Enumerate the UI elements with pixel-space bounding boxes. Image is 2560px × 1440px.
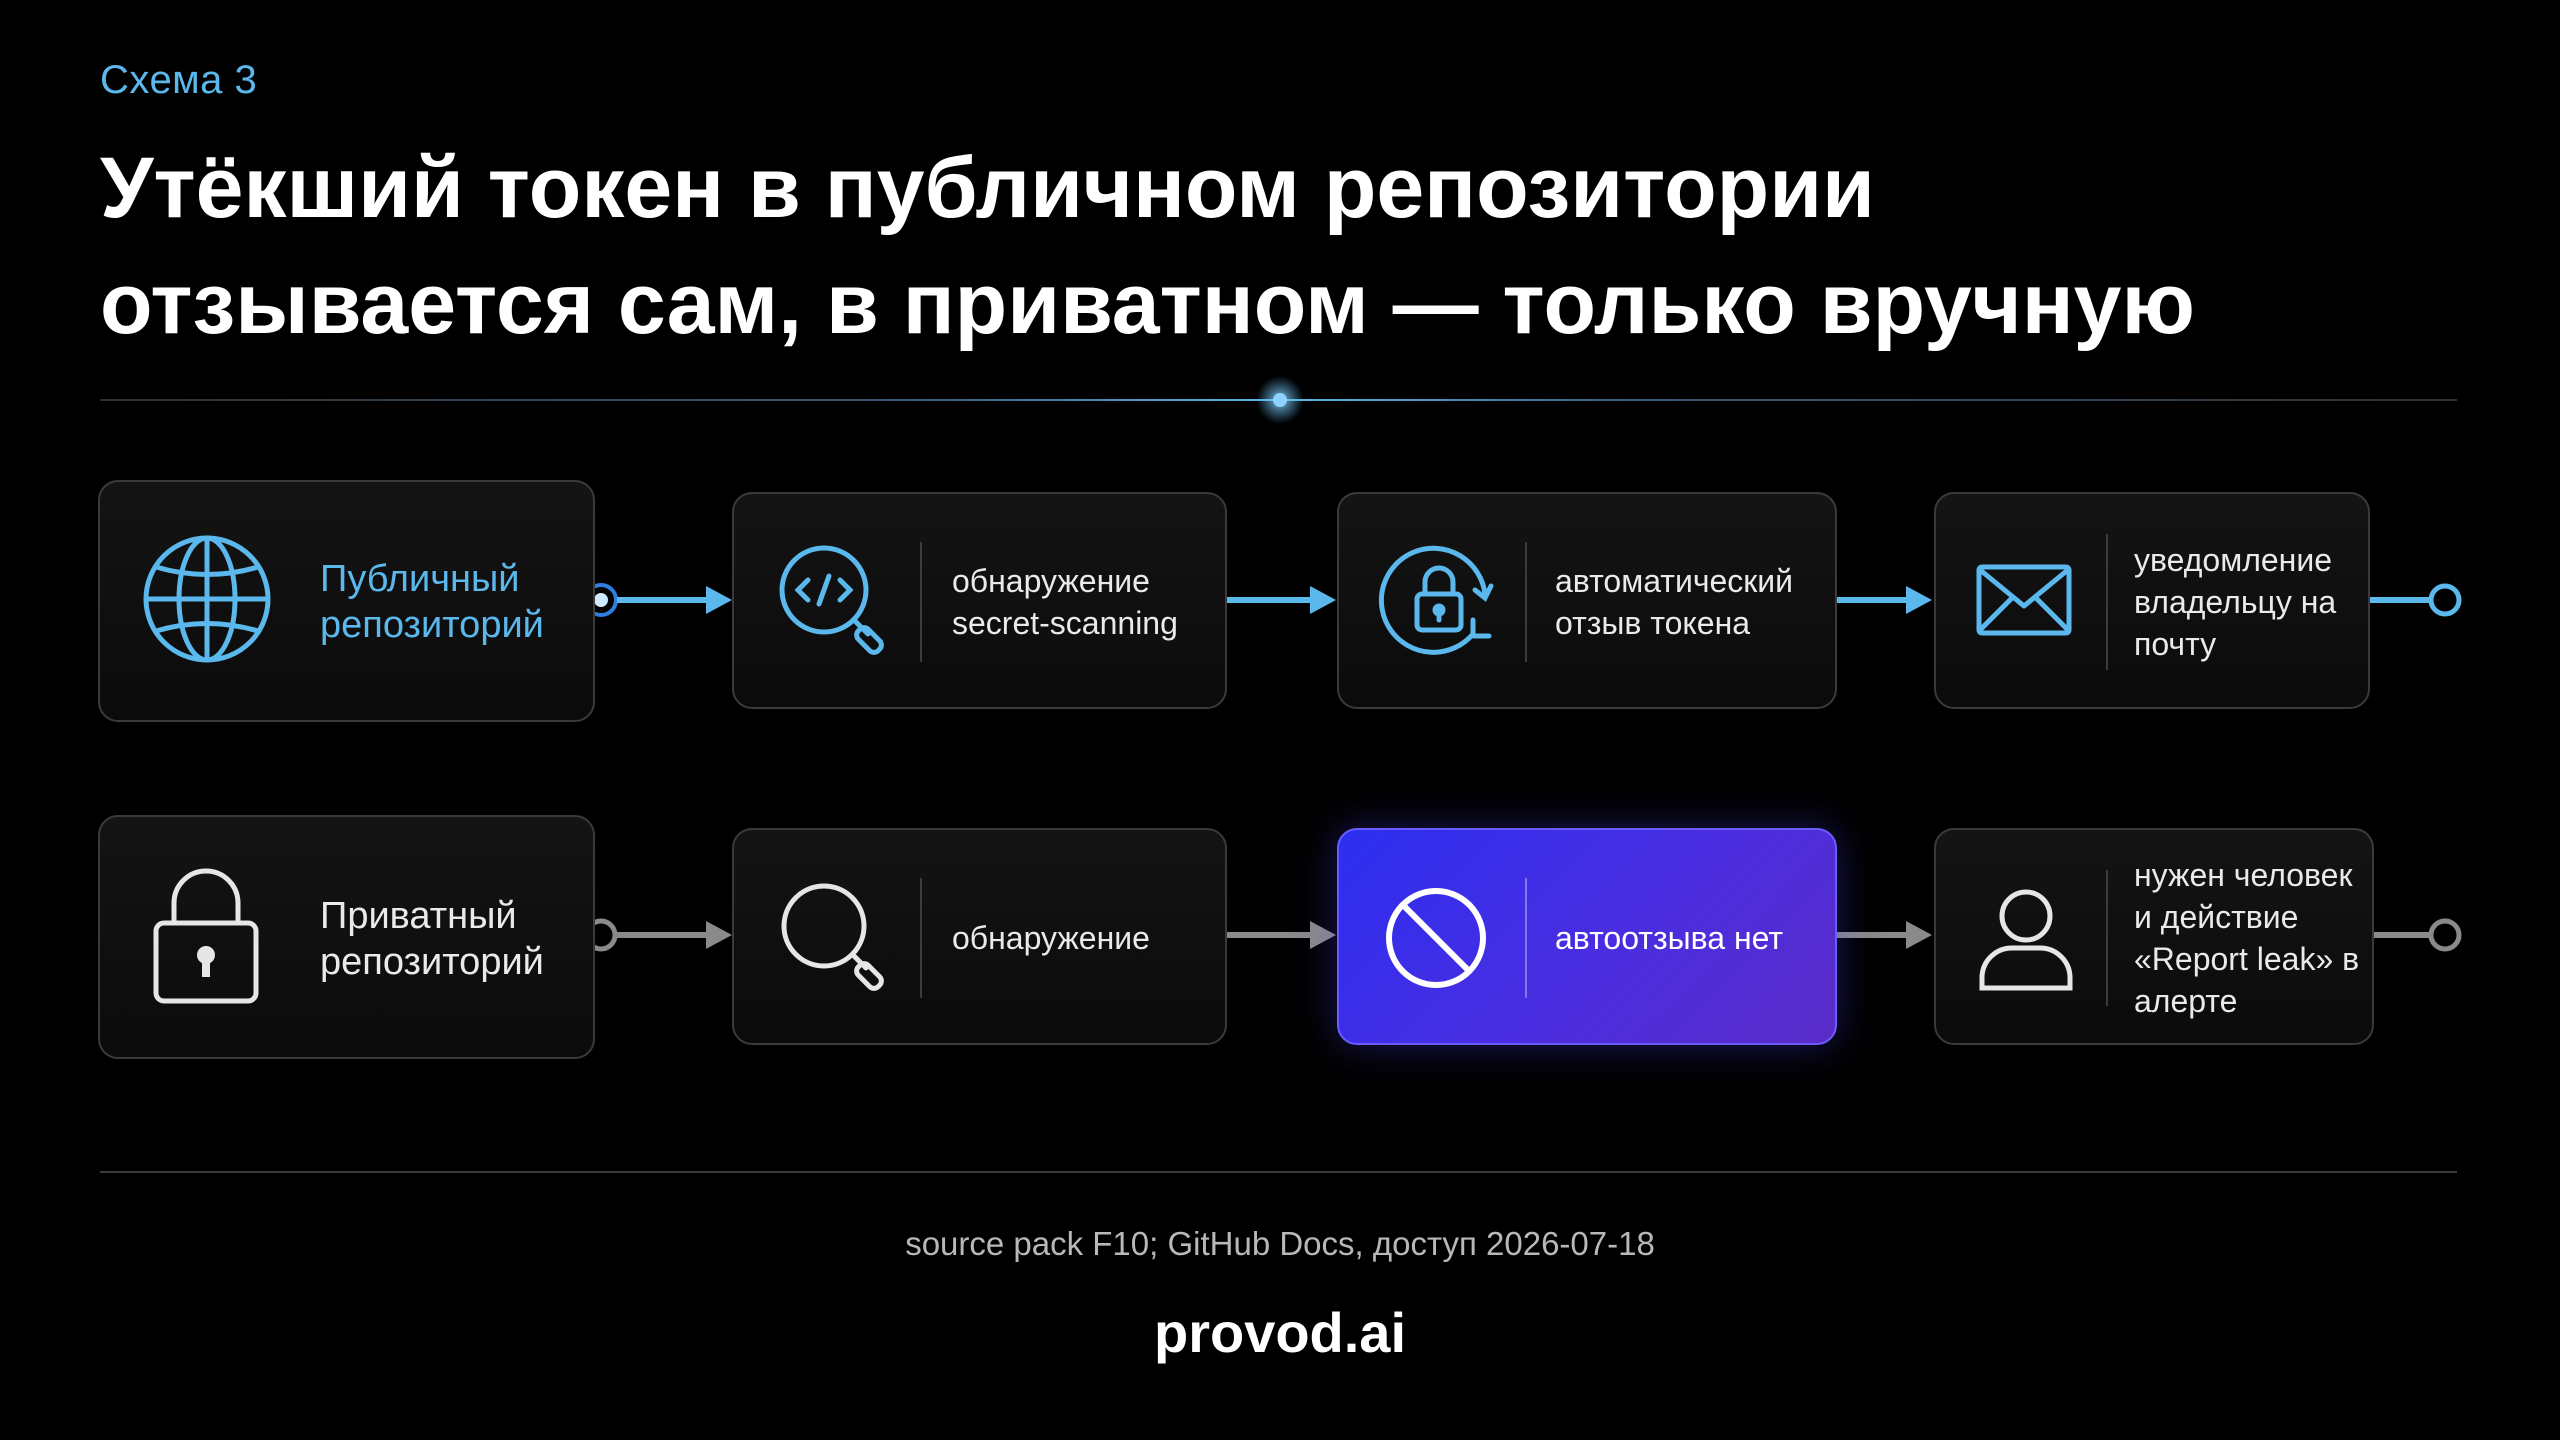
globe-icon xyxy=(143,535,271,663)
public-step-auto-revoke: автоматический отзыв токена xyxy=(1337,492,1837,709)
public-row-connectors xyxy=(584,583,2462,617)
public-repo-card: Публичный репозиторий xyxy=(98,480,595,722)
source-note: source pack F10; GitHub Docs, доступ 202… xyxy=(905,1225,1655,1262)
public-start-node-core xyxy=(594,593,608,607)
title-line-2: отзывается сам, в приватном — только вру… xyxy=(100,256,2195,352)
lock-refresh-icon xyxy=(1378,545,1494,655)
private-step-manual: нужен человек и действие «Report leak» в… xyxy=(1934,828,2374,1045)
card-divider xyxy=(920,542,922,662)
public-step-notify: уведомление владельцу на почту xyxy=(1934,492,2370,709)
page-title: Утёкший токен в публичном репозитории от… xyxy=(100,130,2400,362)
card-divider xyxy=(2106,870,2108,1006)
card-divider xyxy=(920,878,922,998)
title-line-1: Утёкший токен в публичном репозитории xyxy=(100,140,1875,236)
public-step-detection: обнаружение secret-scanning xyxy=(732,492,1227,709)
private-repo-label: Приватный репозиторий xyxy=(320,895,544,983)
card-divider xyxy=(1525,542,1527,662)
top-separator xyxy=(100,376,2457,424)
private-step-detection: обнаружение xyxy=(732,828,1227,1045)
public-arrowhead-3 xyxy=(1906,586,1932,614)
private-arrowhead-1 xyxy=(706,921,732,949)
scheme-number: Схема 3 xyxy=(100,58,258,102)
card-divider xyxy=(1525,878,1527,998)
private-end-node xyxy=(2428,918,2462,952)
public-end-node xyxy=(2428,583,2462,617)
person-icon xyxy=(1979,889,2073,991)
private-arrowhead-2 xyxy=(1310,921,1336,949)
card-divider xyxy=(2106,534,2108,670)
step-label: автоотзыва нет xyxy=(1555,920,1783,956)
step-label: обнаружение secret-scanning xyxy=(952,563,1178,641)
private-step-no-auto-revoke: автоотзыва нет xyxy=(1337,828,1837,1045)
search-icon xyxy=(781,883,884,991)
code-search-icon xyxy=(779,545,884,655)
bottom-separator xyxy=(100,1171,2457,1173)
step-label: уведомление владельцу на почту xyxy=(2134,542,2337,662)
private-repo-card: Приватный репозиторий xyxy=(98,815,595,1059)
step-label: автоматический отзыв токена xyxy=(1555,563,1794,641)
public-repo-label: Публичный репозиторий xyxy=(320,558,544,646)
public-arrowhead-1 xyxy=(706,586,732,614)
private-arrowhead-3 xyxy=(1906,921,1932,949)
envelope-icon xyxy=(1976,564,2072,636)
step-label: обнаружение xyxy=(952,920,1150,956)
brand-logo-text: provod.ai xyxy=(1153,1301,1407,1364)
step-label: нужен человек и действие «Report leak» в… xyxy=(2134,857,2360,1019)
padlock-icon xyxy=(153,868,259,1004)
prohibited-icon xyxy=(1386,888,1486,988)
public-arrowhead-2 xyxy=(1310,586,1336,614)
